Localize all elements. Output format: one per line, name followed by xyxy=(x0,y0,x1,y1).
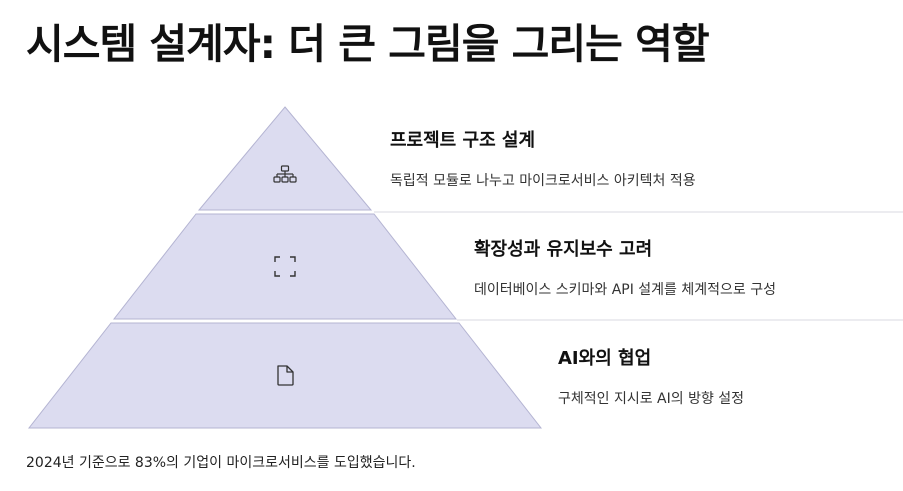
level-3-text: AI와의 협업 구체적인 지시로 AI의 방향 설정 xyxy=(558,344,744,408)
pyramid-tier-2 xyxy=(112,213,458,320)
footnote: 2024년 기준으로 83%의 기업이 마이크로서비스를 도입했습니다. xyxy=(26,455,416,471)
document-icon xyxy=(277,365,294,386)
level-1-title: 프로젝트 구조 설계 xyxy=(390,130,536,151)
pyramid-tier-1 xyxy=(197,106,373,211)
pyramid-tier-3 xyxy=(27,322,543,429)
level-1-text: 프로젝트 구조 설계 독립적 모듈로 나누고 마이크로서비스 아키텍처 적용 xyxy=(390,126,696,190)
level-3-description: 구체적인 지시로 AI의 방향 설정 xyxy=(558,391,745,407)
sitemap-icon xyxy=(273,165,297,183)
level-3-title: AI와의 협업 xyxy=(558,348,652,369)
expand-icon xyxy=(274,256,296,277)
level-2-title: 확장성과 유지보수 고려 xyxy=(474,239,653,260)
level-2-text: 확장성과 유지보수 고려 데이터베이스 스키마와 API 설계를 체계적으로 구… xyxy=(474,235,776,299)
level-1-description: 독립적 모듈로 나누고 마이크로서비스 아키텍처 적용 xyxy=(390,173,696,189)
level-2-description: 데이터베이스 스키마와 API 설계를 체계적으로 구성 xyxy=(474,282,776,298)
page-title: 시스템 설계자: 더 큰 그림을 그리는 역할 xyxy=(26,20,710,68)
